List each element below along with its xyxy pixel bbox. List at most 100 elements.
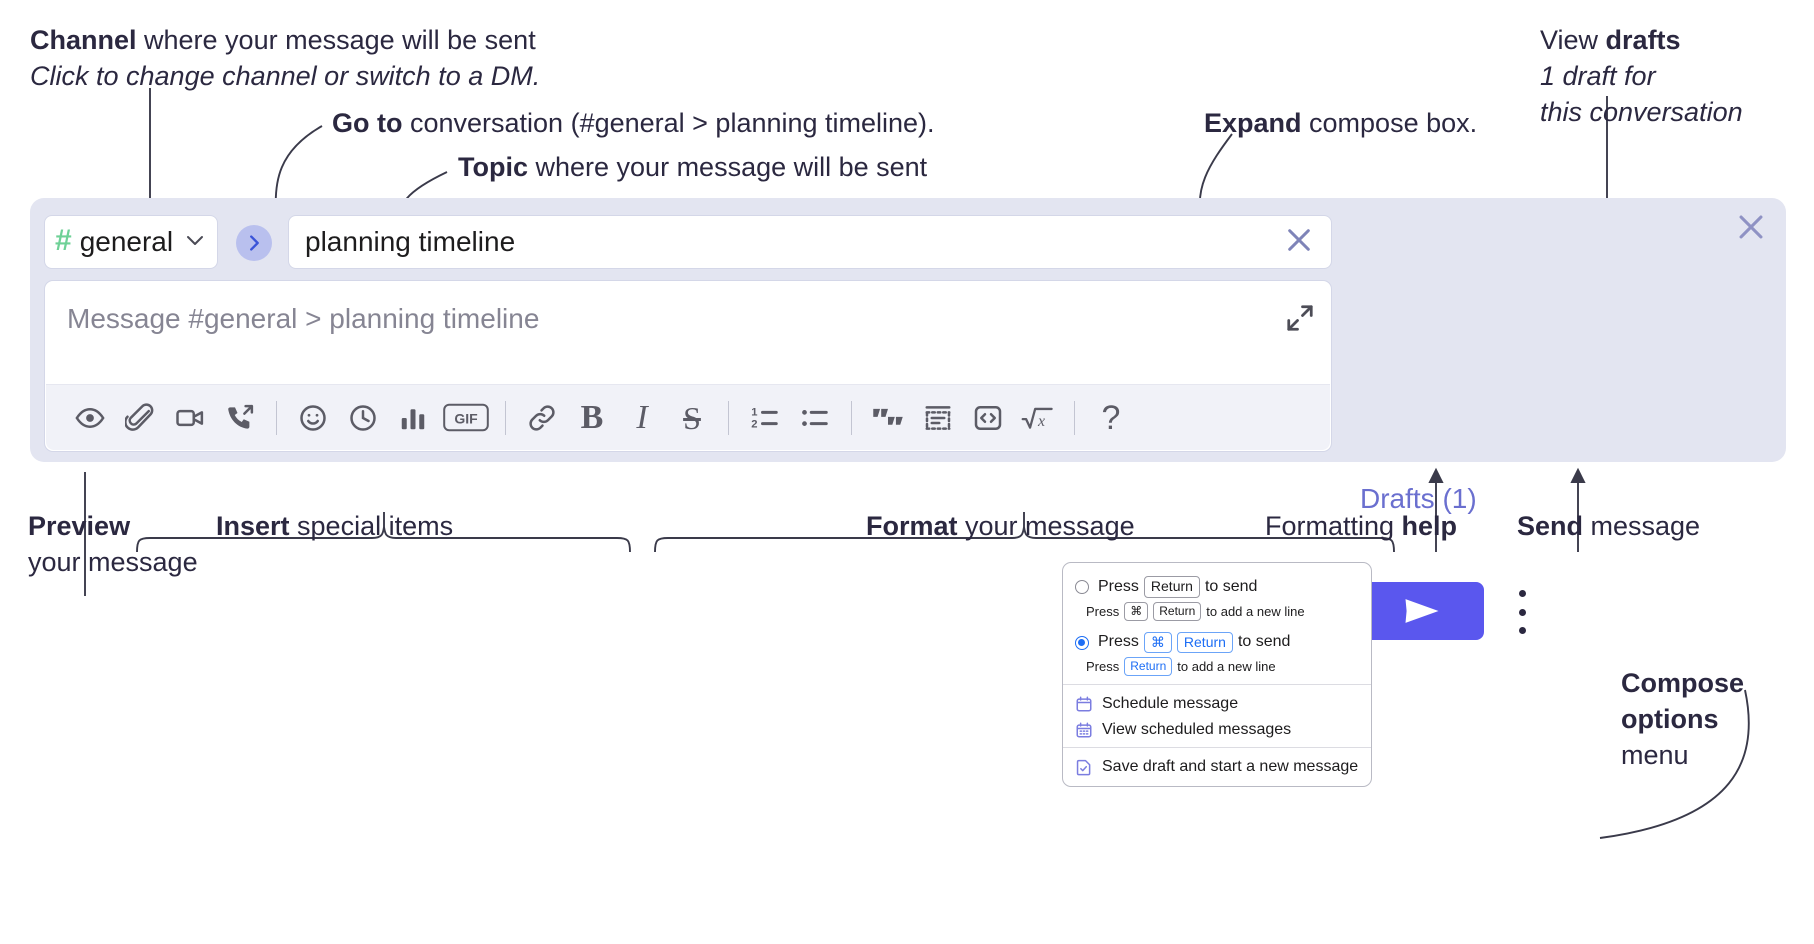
topic-input[interactable]: planning timeline: [288, 215, 1332, 269]
help-icon[interactable]: ?: [1087, 394, 1135, 442]
annotation-format-bold: Format: [866, 511, 958, 541]
key-cmd: ⌘: [1124, 601, 1149, 621]
hash-icon: #: [55, 224, 72, 257]
message-input-area[interactable]: Message #general > planning timeline: [44, 280, 1332, 452]
menu-item-save-draft[interactable]: Save draft and start a new message: [1063, 754, 1371, 780]
send-icon: [1405, 599, 1439, 623]
poll-icon[interactable]: [389, 394, 437, 442]
toolbar-divider: [851, 400, 852, 435]
annotation-send: Send message: [1517, 508, 1700, 544]
opt-cmd-press: Press: [1098, 633, 1139, 651]
math-icon[interactable]: x: [1014, 394, 1062, 442]
annotation-compose-options-bold1: Compose: [1621, 668, 1745, 698]
svg-text:2: 2: [751, 418, 757, 430]
toolbar-divider: [1074, 400, 1075, 435]
toolbar-divider: [728, 400, 729, 435]
clock-icon[interactable]: [339, 394, 387, 442]
annotation-help: Formatting help: [1265, 508, 1457, 544]
opt-return-press: Press: [1098, 577, 1139, 595]
attachment-icon[interactable]: [116, 394, 164, 442]
call-icon[interactable]: [216, 394, 264, 442]
svg-text:x: x: [1037, 412, 1045, 429]
menu-item-schedule-message[interactable]: Schedule message: [1063, 691, 1371, 717]
calendar-grid-icon: [1075, 721, 1093, 739]
annotation-format: Format your message: [866, 508, 1135, 544]
menu-option-return-sub: Press ⌘ Return to add a new line: [1086, 601, 1371, 621]
annotation-topic-rest: where your message will be sent: [528, 152, 928, 182]
annotation-goto: Go to conversation (#general > planning …: [332, 105, 935, 141]
expand-compose-icon[interactable]: [1285, 303, 1315, 338]
menu-option-return-to-send[interactable]: Press Return to send: [1063, 573, 1371, 598]
radio-cmd-return[interactable]: [1075, 635, 1089, 650]
drafts-link[interactable]: Drafts (1): [1360, 483, 1477, 514]
compose-box: # general planning timeline Message #gen…: [30, 198, 1786, 640]
code-block-icon[interactable]: [914, 394, 962, 442]
opt-return-tosend: to send: [1204, 577, 1258, 595]
annotation-preview: Preview your message: [28, 508, 198, 580]
annotation-goto-rest: conversation (#general > planning timeli…: [402, 108, 935, 138]
italic-icon[interactable]: I: [618, 394, 666, 442]
link-icon[interactable]: [518, 394, 566, 442]
opt-return-sub-press: Press: [1086, 603, 1120, 619]
menu-option-cmd-return-to-send[interactable]: Press ⌘ Return to send: [1063, 629, 1371, 653]
help-glyph: ?: [1101, 398, 1121, 437]
compose-options-button[interactable]: [1509, 590, 1535, 634]
annotation-channel-rest: where your message will be sent: [136, 25, 536, 55]
annotation-insert: Insert special items: [216, 508, 453, 544]
annotation-preview-line2: your message: [28, 547, 198, 577]
annotation-drafts-bold: drafts: [1605, 25, 1681, 55]
preview-icon[interactable]: [66, 394, 114, 442]
menu-divider: [1063, 747, 1371, 748]
annotation-expand-bold: Expand: [1204, 108, 1302, 138]
key-return-main: Return: [1176, 631, 1233, 653]
menu-option-cmd-return-sub: Press Return to add a new line: [1086, 657, 1371, 676]
video-icon[interactable]: [166, 394, 214, 442]
strikethrough-icon[interactable]: S: [668, 394, 716, 442]
send-button[interactable]: [1360, 582, 1484, 640]
annotation-channel: Channel where your message will be sent …: [30, 22, 540, 94]
kebab-dot: [1518, 608, 1526, 616]
annotation-expand-rest: compose box.: [1301, 108, 1478, 138]
annotation-channel-bold: Channel: [30, 25, 137, 55]
annotation-help-bold: help: [1401, 511, 1458, 541]
message-placeholder: Message #general > planning timeline: [67, 303, 540, 334]
annotation-preview-bold: Preview: [28, 511, 131, 541]
annotation-insert-bold: Insert: [216, 511, 290, 541]
svg-text:1: 1: [751, 406, 757, 418]
kebab-dot: [1518, 627, 1526, 634]
draft-check-icon: [1075, 758, 1093, 776]
radio-return[interactable]: [1075, 580, 1089, 594]
code-icon[interactable]: [964, 394, 1012, 442]
close-icon[interactable]: [1734, 210, 1768, 244]
annotation-insert-rest: special items: [289, 511, 454, 541]
annotation-drafts-sub2: this conversation: [1540, 97, 1743, 127]
compose-header-row: # general planning timeline: [44, 212, 1332, 274]
go-to-conversation-button[interactable]: [236, 225, 272, 261]
annotation-compose-options-line3: menu: [1621, 740, 1689, 770]
menu-item-label: Save draft and start a new message: [1102, 758, 1359, 775]
channel-selector[interactable]: # general: [44, 215, 218, 269]
key-return-sub: Return: [1153, 601, 1202, 621]
svg-text:GIF: GIF: [454, 411, 478, 427]
bullet-list-icon[interactable]: [791, 394, 839, 442]
toolbar-divider: [276, 400, 277, 435]
clear-topic-icon[interactable]: [1283, 224, 1315, 261]
opt-cmd-tosend: to send: [1237, 633, 1291, 651]
opt-cmd-sub-press: Press: [1086, 659, 1120, 674]
annotation-topic: Topic where your message will be sent: [458, 149, 927, 185]
italic-glyph: I: [636, 398, 648, 436]
channel-name-label: general: [79, 226, 174, 257]
annotation-help-rest: Formatting: [1265, 511, 1402, 541]
kebab-dot: [1518, 590, 1526, 597]
emoji-icon[interactable]: [289, 394, 337, 442]
chevron-down-icon: [183, 228, 207, 257]
menu-item-label: View scheduled messages: [1102, 721, 1292, 738]
menu-item-label: Schedule message: [1102, 695, 1239, 712]
gif-icon[interactable]: GIF: [439, 394, 493, 442]
blockquote-icon[interactable]: [864, 394, 912, 442]
menu-item-view-scheduled-messages[interactable]: View scheduled messages: [1063, 717, 1371, 743]
bold-icon[interactable]: B: [568, 394, 616, 442]
